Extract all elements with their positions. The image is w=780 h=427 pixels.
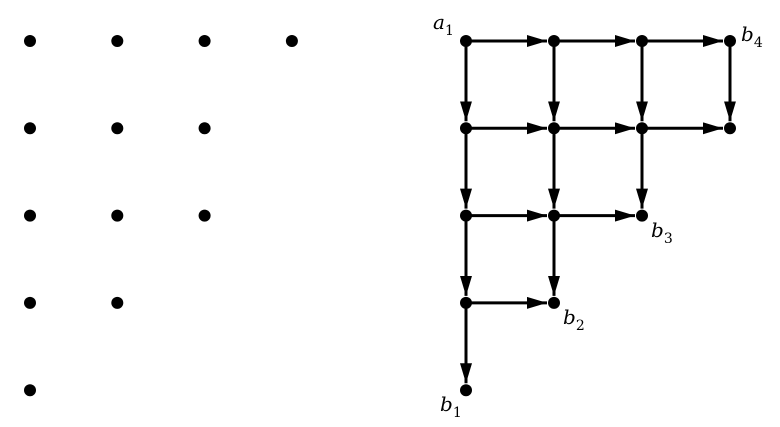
- node-r1-c1: [460, 35, 472, 47]
- node-r2-c1: [460, 122, 472, 135]
- node-r1-c4: [724, 35, 736, 47]
- dot-r1-c1: [24, 35, 36, 47]
- node-r2-c3: [636, 122, 648, 135]
- node-r1-c3: [636, 35, 648, 47]
- dot-r3-c3: [198, 209, 211, 222]
- node-r1-c2: [548, 35, 560, 47]
- dot-r3-c1: [24, 209, 36, 222]
- label-b3: b3: [651, 218, 673, 247]
- graph-nodes: [460, 35, 736, 397]
- dot-r2-c2: [111, 122, 124, 135]
- node-r5-c1: [460, 384, 472, 397]
- node-r4-c1: [460, 296, 472, 309]
- dot-r1-c4: [285, 35, 298, 47]
- label-b2: b2: [563, 305, 585, 334]
- node-r3-c3: [636, 209, 648, 222]
- dot-r4-c1: [24, 296, 36, 309]
- dot-r3-c2: [111, 209, 124, 222]
- directed-grid-graph: a1 b1 b2 b3 b4: [433, 10, 763, 421]
- graph-edges: [460, 35, 736, 384]
- dot-r4-c2: [111, 296, 124, 309]
- node-r3-c1: [460, 209, 472, 222]
- node-r4-c2: [548, 296, 560, 309]
- node-r3-c2: [548, 209, 560, 222]
- node-r2-c4: [724, 122, 736, 135]
- label-a1: a1: [433, 10, 454, 39]
- node-r2-c2: [548, 122, 560, 135]
- dot-r2-c1: [24, 122, 36, 135]
- label-b1: b1: [440, 392, 462, 421]
- staircase-dot-diagram: [24, 35, 298, 397]
- dot-r1-c3: [198, 35, 211, 47]
- dot-r2-c3: [198, 122, 211, 135]
- dot-r1-c2: [111, 35, 124, 47]
- label-b4: b4: [741, 22, 763, 51]
- dot-r5-c1: [24, 384, 36, 397]
